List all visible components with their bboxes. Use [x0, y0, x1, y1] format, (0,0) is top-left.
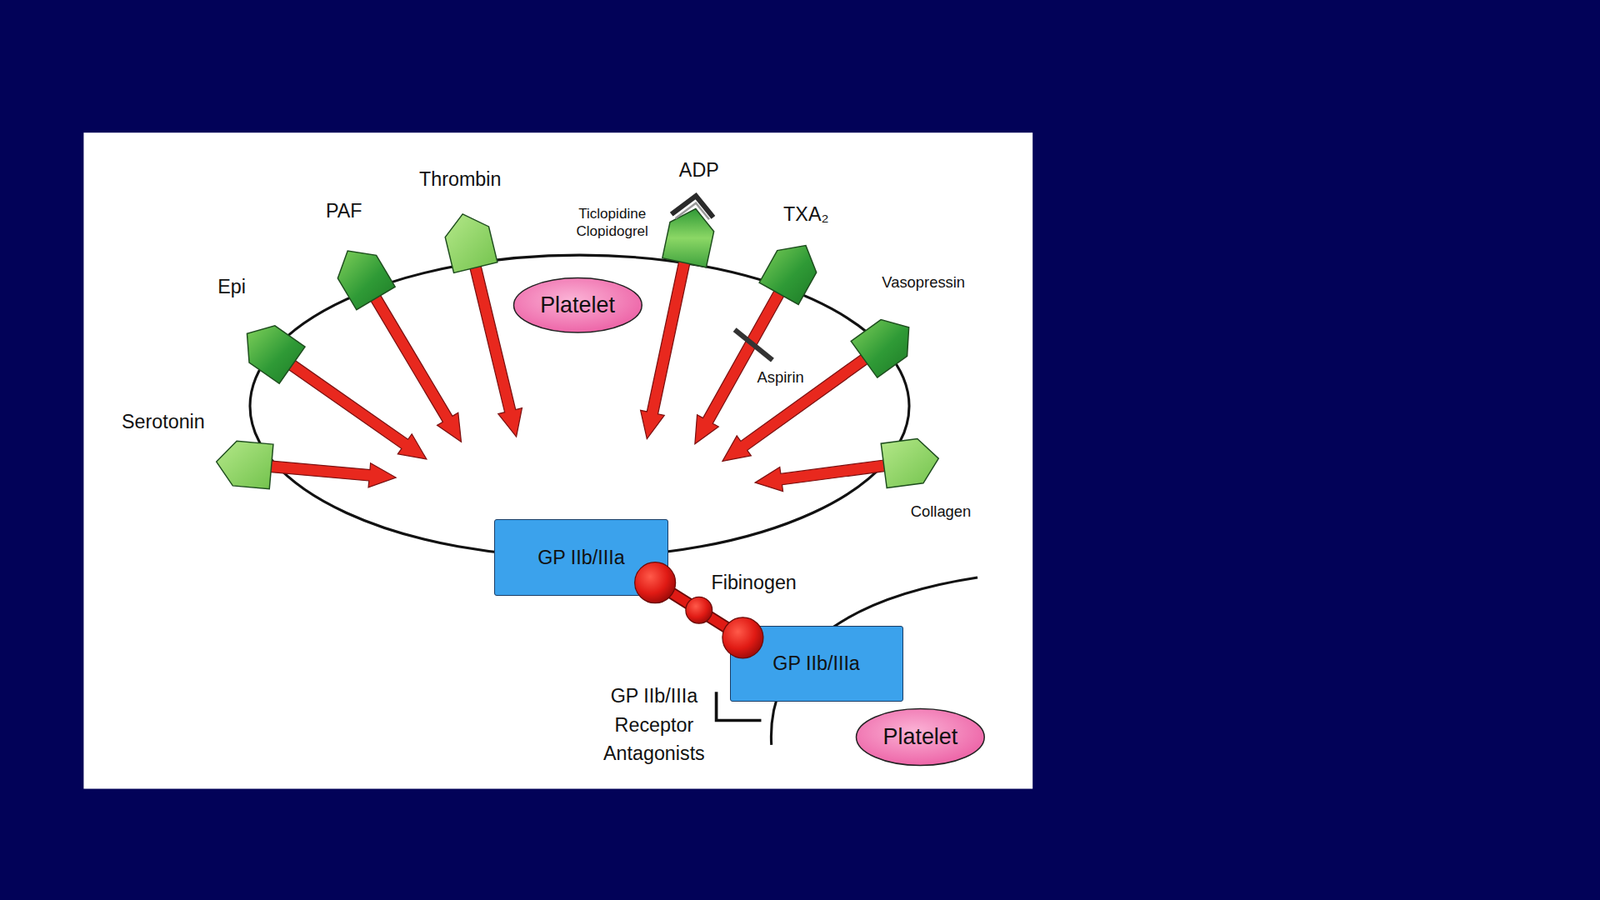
node-text: GP IIb/IIIa	[772, 652, 860, 675]
label-text: Serotonin	[121, 410, 205, 435]
node-text: GP IIb/IIIa	[537, 546, 625, 570]
platelet-outline	[250, 255, 910, 557]
activation-arrow	[266, 460, 396, 488]
receptor-box: GP IIb/IIIa	[730, 625, 904, 703]
activation-arrow	[469, 262, 522, 437]
receptor	[640, 209, 715, 440]
connector-outline	[655, 582, 743, 638]
edge-label: Fibinogen	[711, 571, 797, 595]
receptor	[445, 214, 522, 437]
receptor-box: GP IIb/IIIa	[494, 519, 669, 596]
connector-line	[655, 582, 743, 638]
node-text: Platelet	[883, 724, 959, 750]
platelet-ellipse: Platelet	[512, 276, 644, 335]
activation-arrow	[755, 460, 889, 492]
activation-arrow	[369, 291, 462, 442]
receptor-shape	[850, 320, 909, 378]
receptor-group	[216, 209, 940, 492]
receptor-shape	[445, 214, 498, 274]
fibrinogen-node	[635, 562, 676, 604]
receptor	[337, 250, 461, 442]
fibrinogen-node	[685, 596, 713, 624]
receptor	[755, 438, 939, 491]
receptor-shape	[759, 245, 817, 305]
receptor-shape	[246, 325, 305, 384]
white-panel	[83, 132, 1033, 789]
fibrinogen-node	[722, 617, 764, 659]
label-text: PAF	[325, 200, 363, 224]
label-text: Aspirin	[757, 368, 805, 387]
receptor	[722, 320, 910, 462]
label-text: ADP	[679, 159, 720, 183]
label-text: Thrombin	[419, 168, 501, 192]
aspirin-block-bar	[735, 330, 773, 361]
label-text: TXA₂	[783, 203, 829, 227]
platelet-ellipse-shape	[856, 708, 985, 765]
label-text: Epi	[217, 275, 246, 300]
label-text: Ticlopidine Clopidogrel	[575, 205, 648, 241]
fibrinogen-bridge	[635, 562, 764, 659]
label-text: Collagen	[910, 501, 972, 520]
activation-arrow	[285, 358, 427, 460]
platelet-ellipse: Platelet	[855, 707, 986, 767]
receptor-shape	[337, 250, 395, 310]
adp-block-cap-highlight	[675, 203, 710, 220]
label-text: GP IIb/IIIa Receptor Antagonists	[590, 681, 718, 768]
receptor-shape	[216, 440, 274, 490]
platelet-ellipse-shape	[513, 277, 642, 333]
activation-arrow	[640, 257, 691, 439]
node-text: Platelet	[540, 292, 615, 319]
label-text: Vasopressin	[881, 273, 965, 292]
receptor-shape	[662, 209, 715, 268]
receptor	[216, 440, 396, 490]
activation-arrow	[722, 352, 871, 462]
receptor-shape	[880, 438, 939, 488]
